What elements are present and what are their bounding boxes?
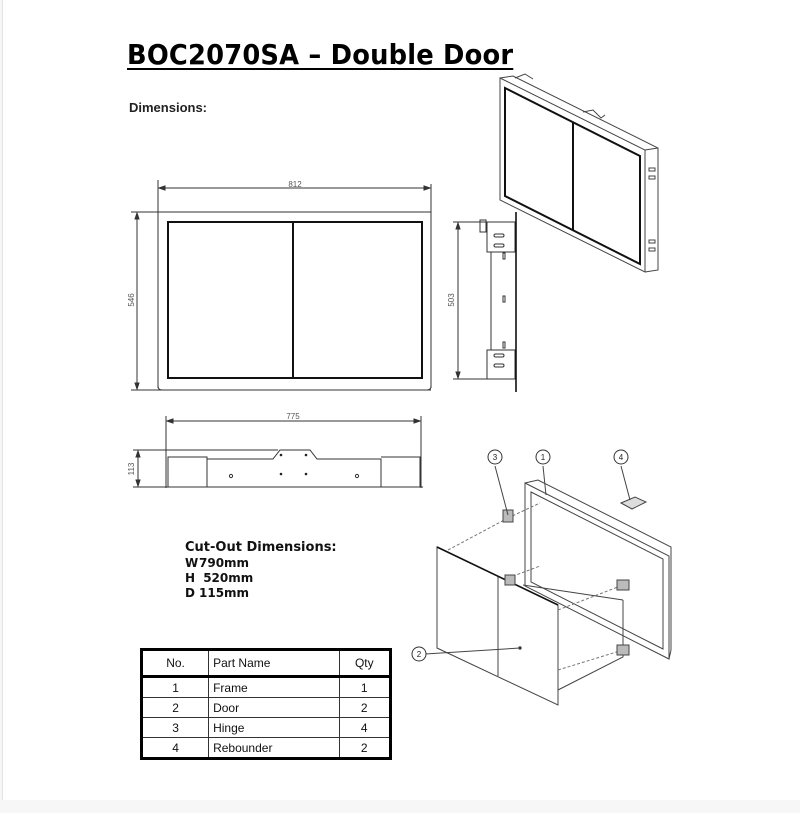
callout-3: 3 <box>493 453 498 462</box>
cutout-axis-label: H <box>185 571 196 585</box>
front-width-dimension: 812 <box>288 180 302 189</box>
header-no: No. <box>140 649 210 678</box>
callout-4: 4 <box>619 453 624 462</box>
isometric-view-drawing <box>499 73 659 273</box>
cell-name: Door <box>208 697 340 718</box>
exploded-view-drawing: 1 2 3 4 <box>411 449 672 706</box>
table-row: 2 Door 2 <box>140 697 392 718</box>
parts-table: No. Part Name Qty 1 Frame 1 2 Door 2 3 H… <box>140 648 392 760</box>
front-view-drawing: 812 546 <box>127 180 432 391</box>
top-view-drawing: 775 113 <box>127 412 423 488</box>
callout-1: 1 <box>541 453 546 462</box>
cell-name: Hinge <box>208 717 340 738</box>
cutout-height: H 520mm <box>185 571 337 586</box>
side-height-dimension: 503 <box>447 293 456 307</box>
cutout-value: 520mm <box>203 571 254 585</box>
dimensions-heading: Dimensions: <box>129 100 208 115</box>
table-header-row: No. Part Name Qty <box>140 649 392 678</box>
cutout-value: 790mm <box>199 556 250 570</box>
cutout-axis-label: D <box>185 586 195 600</box>
cell-no: 1 <box>140 676 210 698</box>
cell-no: 2 <box>140 697 210 718</box>
cell-qty: 4 <box>338 717 392 738</box>
cell-no: 3 <box>140 717 210 738</box>
callout-2: 2 <box>417 650 422 659</box>
cutout-dimensions: Cut-Out Dimensions: W790mm H 520mm D 115m… <box>185 540 337 601</box>
side-view-drawing: 503 <box>447 212 517 392</box>
cutout-heading: Cut-Out Dimensions: <box>185 540 337 555</box>
cutout-axis-label: W <box>185 556 199 570</box>
top-depth-dimension: 113 <box>127 462 136 475</box>
table-row: 1 Frame 1 <box>140 676 392 698</box>
cell-qty: 2 <box>338 737 392 759</box>
header-qty: Qty <box>338 649 392 678</box>
cutout-width: W790mm <box>185 556 337 571</box>
cell-qty: 2 <box>338 697 392 718</box>
table-row: 3 Hinge 4 <box>140 717 392 738</box>
header-part-name: Part Name <box>208 649 340 678</box>
top-width-dimension: 775 <box>286 412 300 421</box>
cutout-depth: D 115mm <box>185 586 337 601</box>
cutout-value: 115mm <box>199 586 250 600</box>
cell-name: Frame <box>208 676 340 698</box>
cell-no: 4 <box>140 737 210 759</box>
table-row: 4 Rebounder 2 <box>140 737 392 759</box>
page-title: BOC2070SA – Double Door <box>127 38 514 71</box>
cell-qty: 1 <box>338 676 392 698</box>
cell-name: Rebounder <box>208 737 340 759</box>
front-height-dimension: 546 <box>127 293 136 307</box>
